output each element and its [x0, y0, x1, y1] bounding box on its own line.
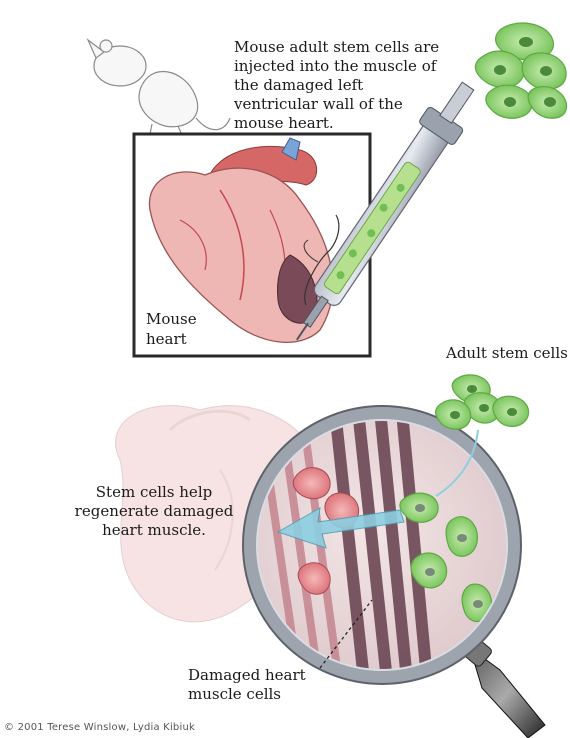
- mouse-illustration: [88, 40, 230, 135]
- copyright-credit: © 2001 Terese Winslow, Lydia Kibiuk: [4, 722, 195, 733]
- stem-cells-help-caption: Stem cells help regenerate damaged heart…: [74, 483, 234, 540]
- stem-cell-cluster-top: [475, 23, 566, 118]
- adult-stem-cell-cluster: [436, 375, 529, 429]
- damaged-cells-label: Damaged heart muscle cells: [188, 666, 318, 704]
- adult-stem-cells-label: Adult stem cells: [446, 344, 570, 363]
- injection-caption: Mouse adult stem cells are injected into…: [234, 38, 444, 133]
- mouse-heart-label: Mouse heart: [146, 309, 216, 349]
